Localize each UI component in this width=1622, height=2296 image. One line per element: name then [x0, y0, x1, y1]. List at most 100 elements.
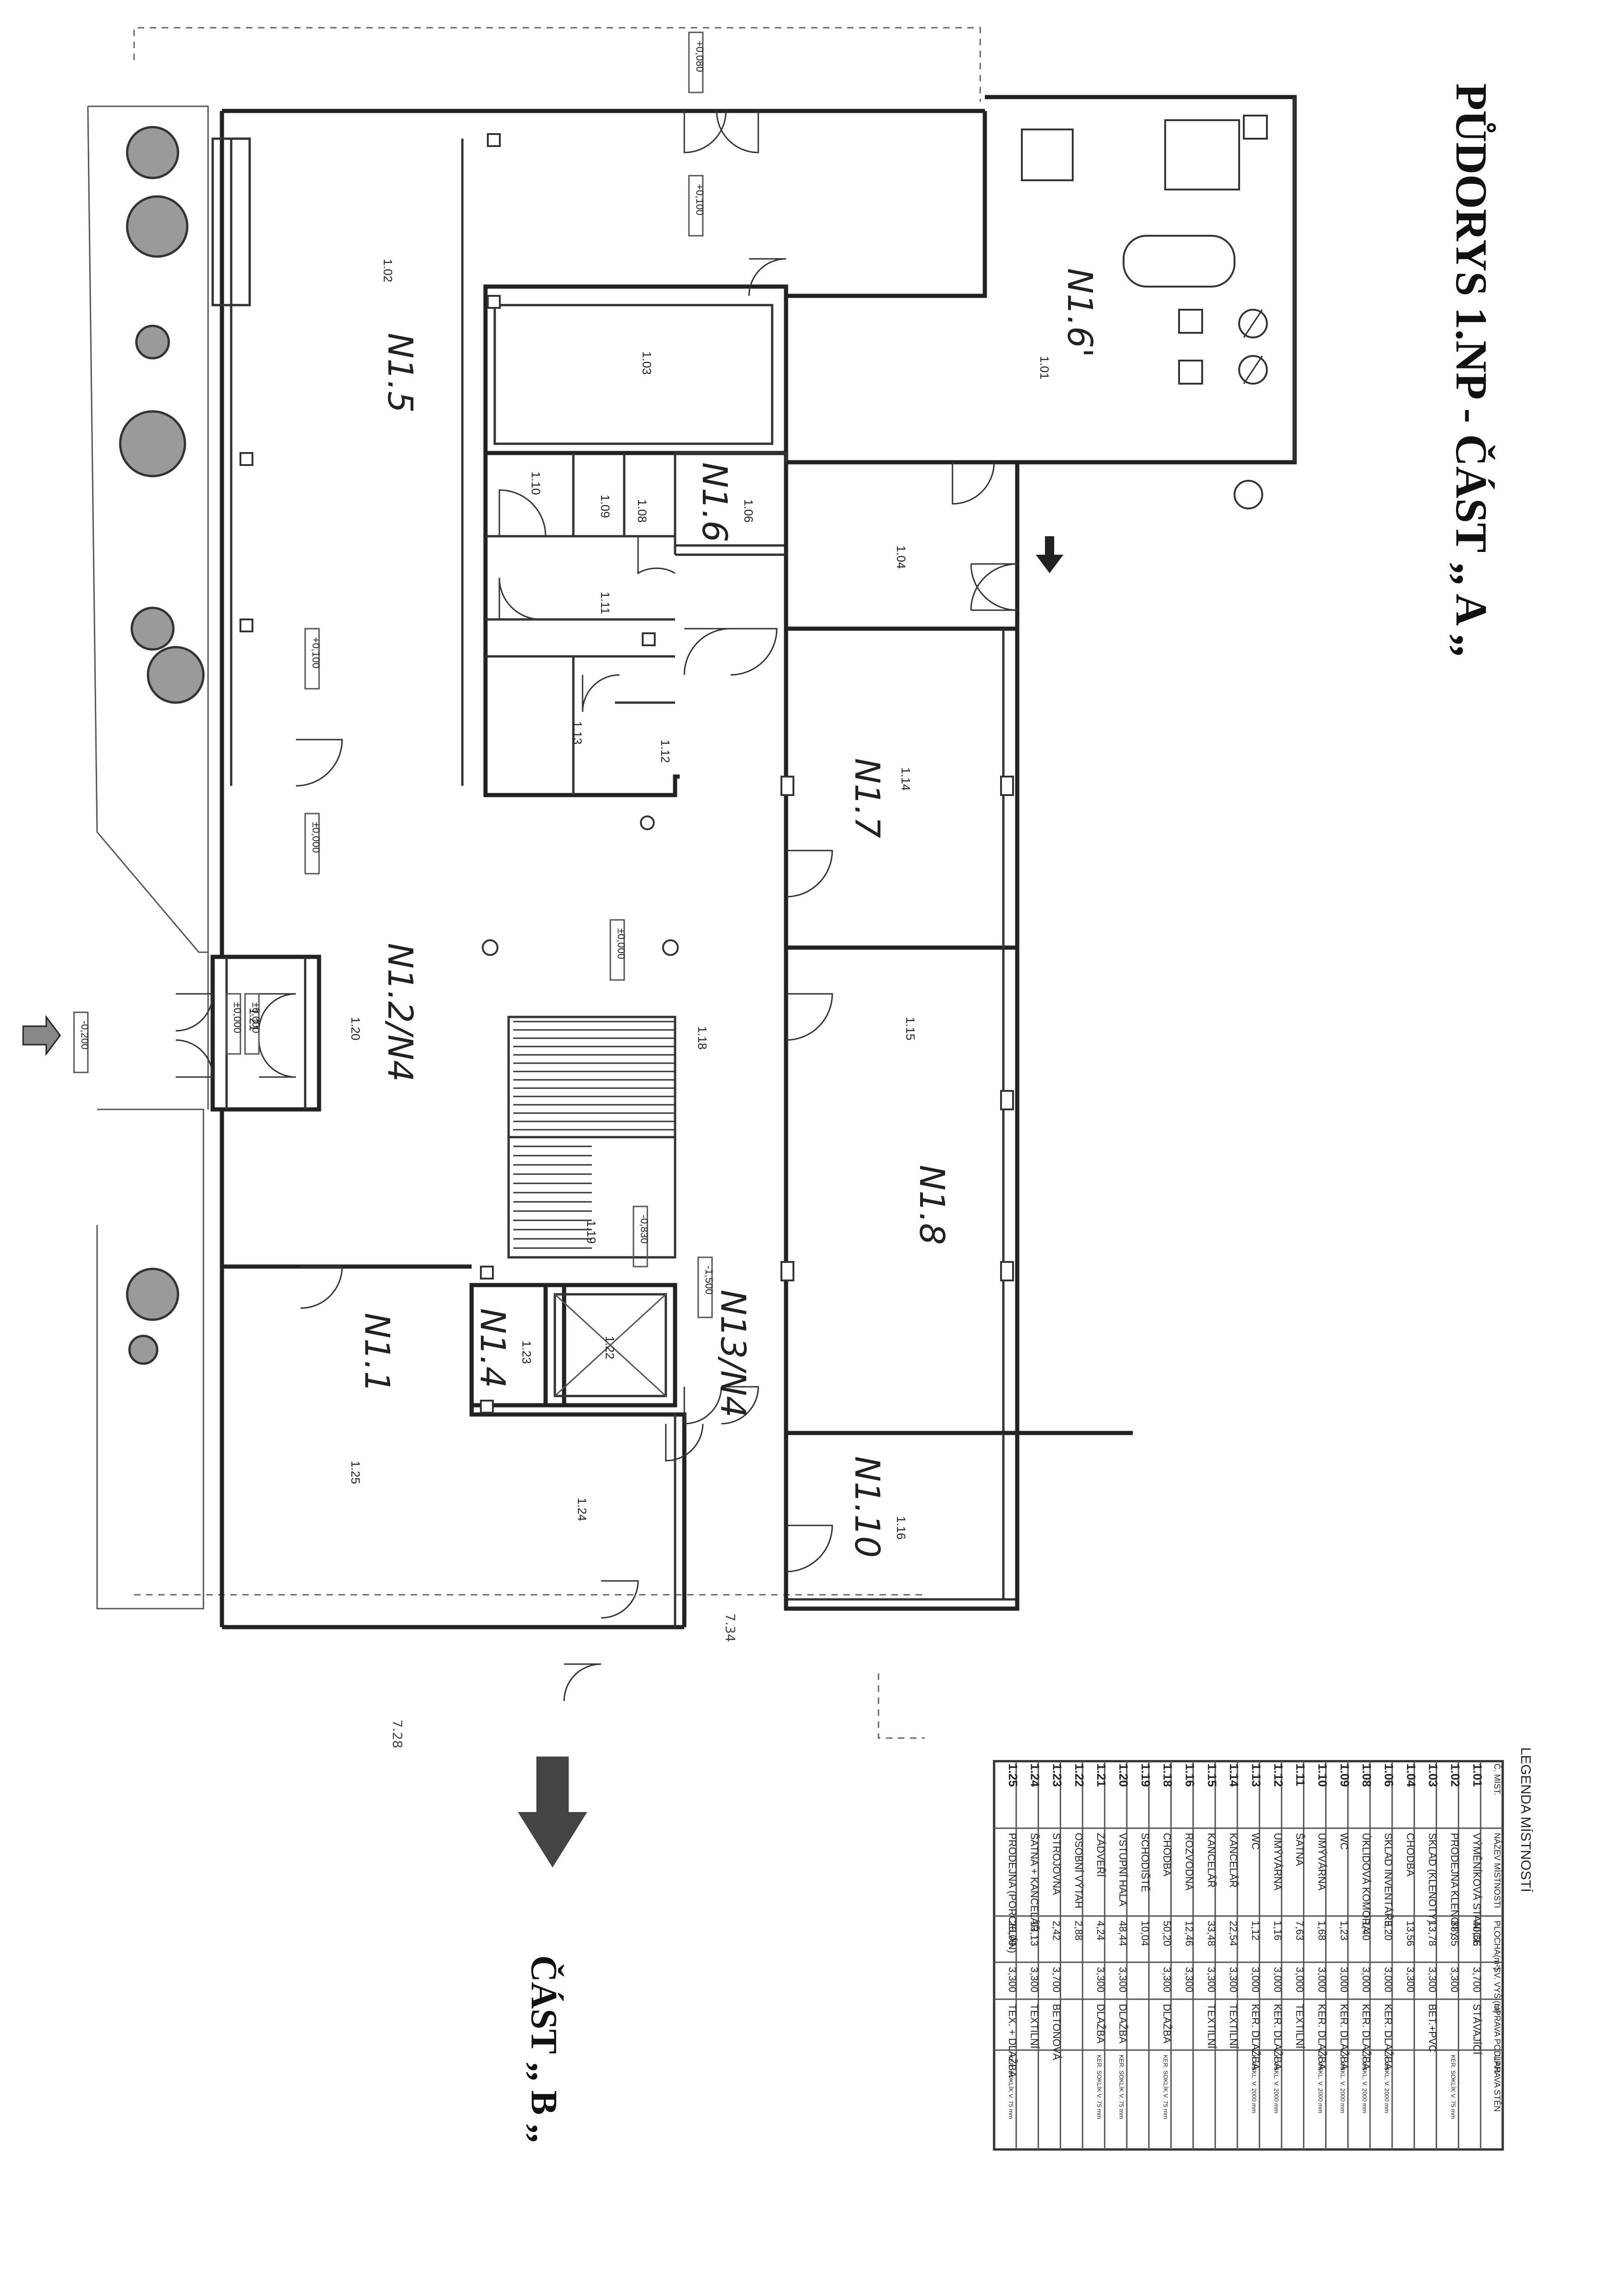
legend-cell: K. OBKL. V. 2000 mm — [1251, 2055, 1258, 2113]
room-number: 1.16 — [894, 1516, 908, 1540]
legend-cell: KER. DLAŽBA — [1250, 2004, 1261, 2070]
level-label: ±0,000 — [615, 928, 627, 959]
legend-cell: PRODEJNA (PORCELÁN) — [1007, 1833, 1018, 1953]
legend-cell: KANCELÁŘ — [1228, 1833, 1239, 1888]
legend-cell: TEXTILNÍ — [1228, 2004, 1239, 2049]
legend-room-code: 1.22 — [1072, 1763, 1086, 1787]
part-b-label: ČÁST ,, B ,, — [523, 1955, 564, 2143]
handwritten-note: N1.8 — [912, 1165, 952, 1245]
level-label: +0,100 — [694, 184, 706, 215]
room-number-labels: 1.011.021.031.041.061.081.091.101.111.12… — [247, 259, 1051, 1540]
room-number: 1.12 — [658, 740, 672, 763]
level-label: -1,500 — [703, 1266, 715, 1294]
legend-cell: 50,20 — [1161, 1921, 1173, 1946]
room-number: 1.19 — [584, 1220, 598, 1244]
exchanger-equipment — [1021, 115, 1268, 509]
handwritten-note: N1.1 — [357, 1313, 397, 1393]
part-b-arrow — [536, 1757, 569, 1812]
legend-cell: 3,700 — [1051, 1967, 1063, 1992]
trees — [119, 126, 205, 1365]
legend-cell: DLAŽBA — [1117, 2004, 1129, 2044]
level-label: ±0,000 — [250, 1002, 262, 1033]
handwritten-note: 7.28 — [390, 1720, 405, 1748]
level-label: +0,080 — [694, 41, 706, 72]
legend-cell: STÁVAJÍCÍ — [1471, 2004, 1482, 2055]
handwritten-note: N1.10 — [847, 1456, 887, 1558]
legend-cell: 88,35 — [1449, 1921, 1460, 1946]
legend-cell: KER. SOKLÍK V. 75 mm — [1450, 2055, 1456, 2119]
legend-cell: 10,04 — [1139, 1921, 1151, 1946]
plan-walls — [87, 27, 1297, 1739]
legend-cell: 3,300 — [1205, 1967, 1217, 1992]
legend-cell: ROZVODNA — [1184, 1833, 1195, 1891]
legend-header: PLOCHA(m²) — [1493, 1921, 1502, 1970]
legend-room-code: 1.09 — [1338, 1763, 1352, 1787]
legend-cell: 3,300 — [1405, 1967, 1416, 1992]
legend-room-code: 1.04 — [1404, 1763, 1418, 1787]
legend-cell: KER. DLAŽBA — [1272, 2004, 1284, 2070]
legend-cell: 3,300 — [1161, 1967, 1173, 1992]
legend-cell: KER. SOKLÍK V. 75 mm — [1118, 2055, 1125, 2119]
room-number: 1.10 — [529, 471, 543, 495]
legend-room-code: 1.03 — [1426, 1763, 1440, 1787]
room-number: 1.23 — [520, 1341, 534, 1364]
legend-cell: 13,56 — [1405, 1921, 1416, 1946]
legend-cell: K. OBKL. V. 2000 mm — [1273, 2055, 1280, 2113]
legend-cell: CHODBA — [1405, 1833, 1416, 1876]
legend-cell: KANCELÁŘ — [1205, 1833, 1217, 1888]
legend-cell: K. OBKL. V. 2000 mm — [1339, 2055, 1346, 2113]
legend-cell: WC — [1338, 1833, 1350, 1850]
legend-cell: 3,300 — [1095, 1967, 1106, 1992]
legend-cell: UMÝVÁRNA — [1272, 1833, 1284, 1891]
legend-cell: SKLAD INVENTÁŘE — [1382, 1833, 1394, 1927]
legend-cell: 4,24 — [1095, 1921, 1106, 1941]
legend-cell: 12,46 — [1184, 1921, 1195, 1946]
door-swings — [175, 110, 1018, 1702]
legend-cell: 13,78 — [1427, 1921, 1438, 1946]
legend-cell: 3,300 — [1117, 1967, 1129, 1992]
room-number: 1.25 — [349, 1461, 362, 1484]
legend-cell: 3,000 — [1382, 1967, 1394, 1992]
legend-cell: K. OBKL. V. 2000 mm — [1317, 2055, 1324, 2113]
legend-cell: ŠATNA + KANCELÁŘ — [1029, 1833, 1040, 1932]
room-number: 1.13 — [571, 721, 584, 745]
legend-cell: SKLAD (KLENOTY) — [1427, 1833, 1438, 1923]
legend-room-code: 1.10 — [1315, 1763, 1329, 1787]
handwritten-note: 7.34 — [723, 1613, 738, 1642]
legend-header: ÚPRAVA PODLAH — [1493, 2004, 1502, 2073]
room-number: 1.20 — [349, 1017, 362, 1041]
room-number: 1.18 — [695, 1026, 709, 1050]
level-label: -0,830 — [639, 1215, 650, 1243]
legend-header: SV. VÝŠ.(m) — [1493, 1967, 1502, 2013]
legend-cell: VSTUPNÍ HALA — [1117, 1833, 1129, 1906]
legend-room-code: 1.12 — [1272, 1763, 1285, 1787]
room-number: 1.02 — [381, 259, 395, 282]
legend-frame — [993, 1760, 1504, 2151]
legend-cell: 3,300 — [1228, 1967, 1239, 1992]
legend-cell: 2,42 — [1051, 1921, 1063, 1941]
legend-cell: BETONOVÁ — [1051, 2004, 1063, 2060]
legend-cell: CHODBA — [1161, 1833, 1173, 1876]
drawing-title: PŮDORYS 1.NP - ČÁST ,, A ,, — [1447, 83, 1496, 656]
handwritten-notes: N1.6'N1.5N1.6N1.7N1.2/N4N1.8N13/N4N1.4N1… — [357, 268, 1100, 1748]
legend-cell: WC — [1250, 1833, 1261, 1850]
legend-cell: 33,48 — [1205, 1921, 1217, 1946]
legend-room-code: 1.13 — [1249, 1763, 1263, 1787]
legend-room-code: 1.23 — [1051, 1763, 1064, 1787]
level-markers — [73, 31, 713, 1318]
handwritten-note: N1.6 — [694, 462, 734, 542]
room-number: 1.08 — [635, 499, 649, 523]
legend-cell: K. OBKL. V. 2000 mm — [1361, 2055, 1368, 2113]
legend-room-code: 1.16 — [1183, 1763, 1197, 1787]
legend-cell: 40,66 — [1471, 1921, 1482, 1946]
legend-header: Č. MÍST. — [1493, 1763, 1502, 1795]
legend-cell: 3,700 — [1471, 1967, 1482, 1992]
legend-room-code: 1.06 — [1382, 1763, 1396, 1787]
room-legend: LEGENDA MÍSTNOSTÍ Č. MÍST.NÁZEV MÍSTNOST… — [993, 1747, 1533, 2151]
legend-cell: 3,300 — [1029, 1967, 1040, 1992]
legend-room-code: 1.01 — [1470, 1763, 1484, 1787]
level-label: ±0,000 — [232, 1002, 243, 1033]
room-number: 1.09 — [598, 495, 612, 518]
legend-cell: 7,63 — [1294, 1921, 1306, 1941]
legend-room-code: 1.20 — [1117, 1763, 1130, 1787]
